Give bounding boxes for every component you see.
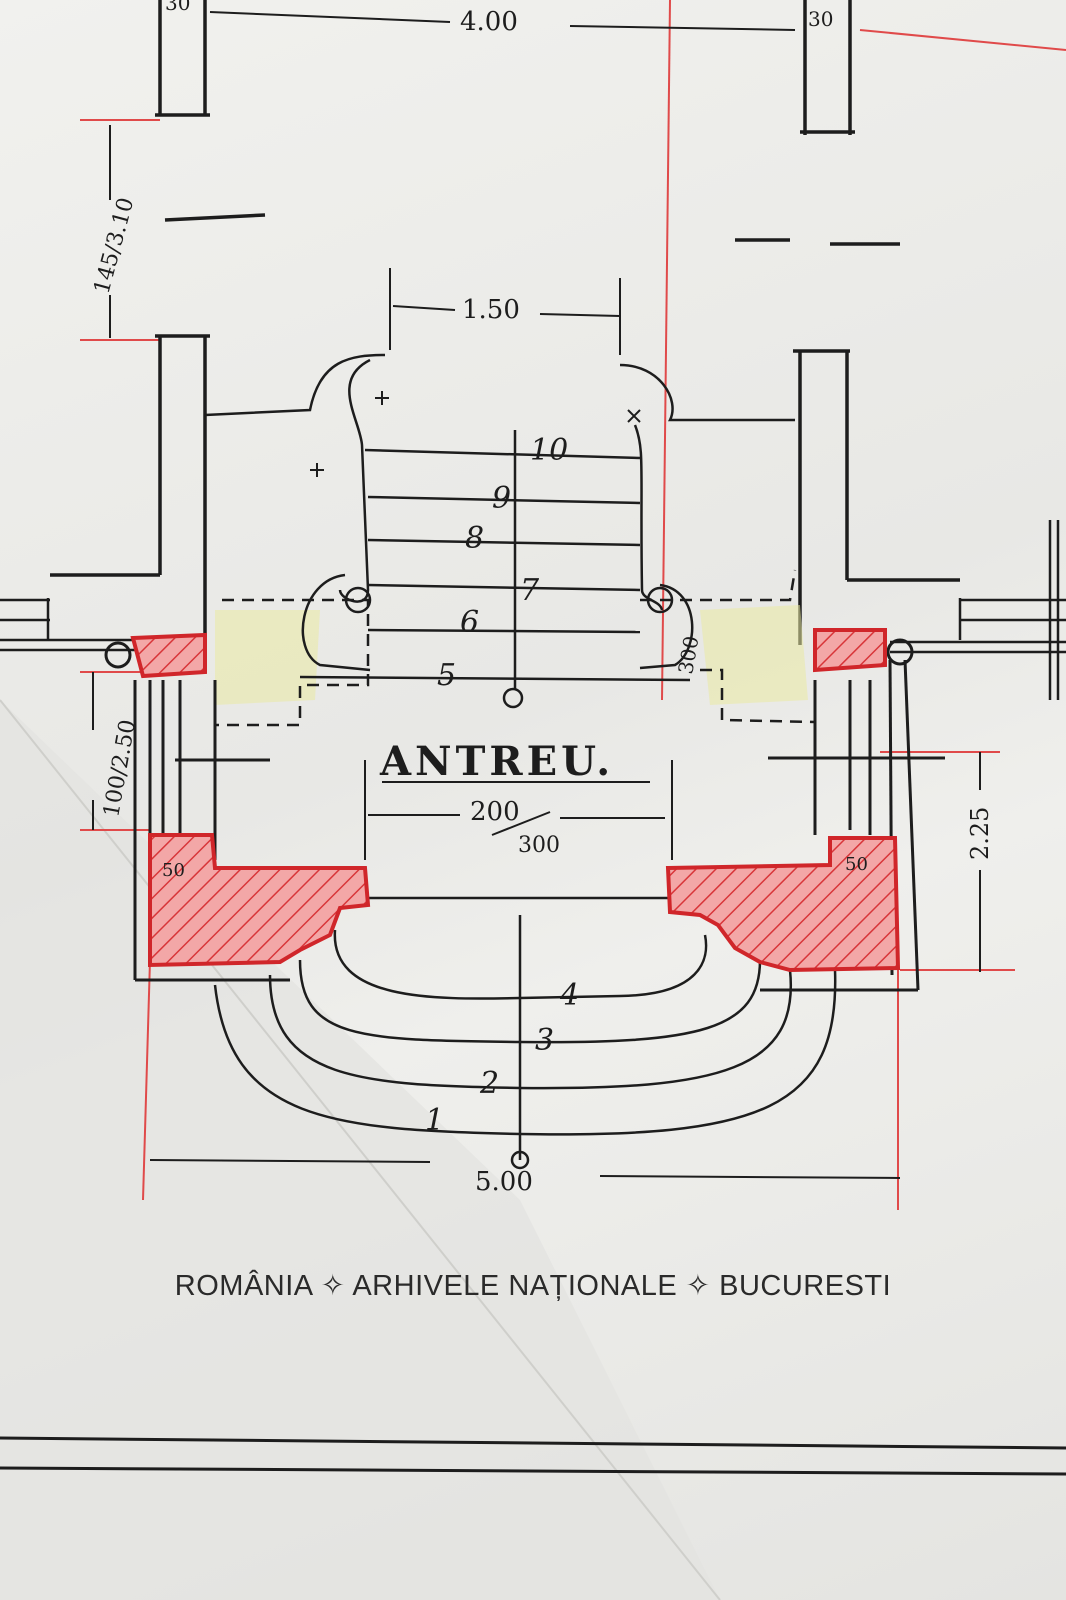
lower-walls (104, 638, 945, 992)
lower-stair (213, 896, 837, 1170)
step-number: 10 (530, 433, 568, 468)
step-number: 7 (520, 573, 540, 608)
step-number: 6 (460, 605, 479, 640)
step-number: 9 (492, 481, 511, 516)
dashed-landing-outline (215, 569, 816, 727)
dim-pier-left: 50 (162, 860, 185, 881)
dim-overall-width: 5.00 (475, 1167, 533, 1197)
dim-opening-alt: 300 (518, 833, 560, 858)
yellow-wash (215, 605, 808, 705)
dim-wall-left: 30 (165, 0, 190, 15)
sheet-border (0, 1436, 1066, 1476)
reference-marks (310, 391, 641, 477)
room-label: ANTREU. (379, 738, 614, 785)
paper-fold-line (0, 699, 721, 1600)
step-number: 5 (437, 658, 456, 693)
dim-stair-width: 1.50 (462, 295, 520, 325)
side-window-lines (0, 520, 1066, 700)
step-number: 3 (535, 1023, 554, 1058)
step-number: 1 (425, 1103, 444, 1138)
dim-wall-right: 30 (808, 7, 833, 31)
hatched-piers (130, 628, 901, 973)
upper-walls (50, 0, 960, 645)
step-number: 2 (479, 1066, 499, 1101)
archive-stamp: ROMÂNIA ✧ ARHIVELE NAȚIONALE ✧ BUCURESTI (174, 1270, 892, 1302)
dim-landing: 300 (673, 634, 703, 676)
upper-stair (204, 353, 795, 709)
dim-left-height: 145/3.10 (90, 195, 140, 297)
dim-opening: 200 (470, 797, 520, 827)
dim-right-side: 2.25 (966, 807, 994, 860)
dim-pier-right: 50 (845, 854, 868, 875)
step-numbers: 1 2 3 4 5 6 7 8 9 10 (425, 433, 579, 1138)
step-number: 4 (559, 978, 579, 1013)
step-number: 8 (465, 521, 484, 556)
dimension-lines (92, 11, 981, 1179)
dim-top-width: 4.00 (460, 7, 518, 37)
